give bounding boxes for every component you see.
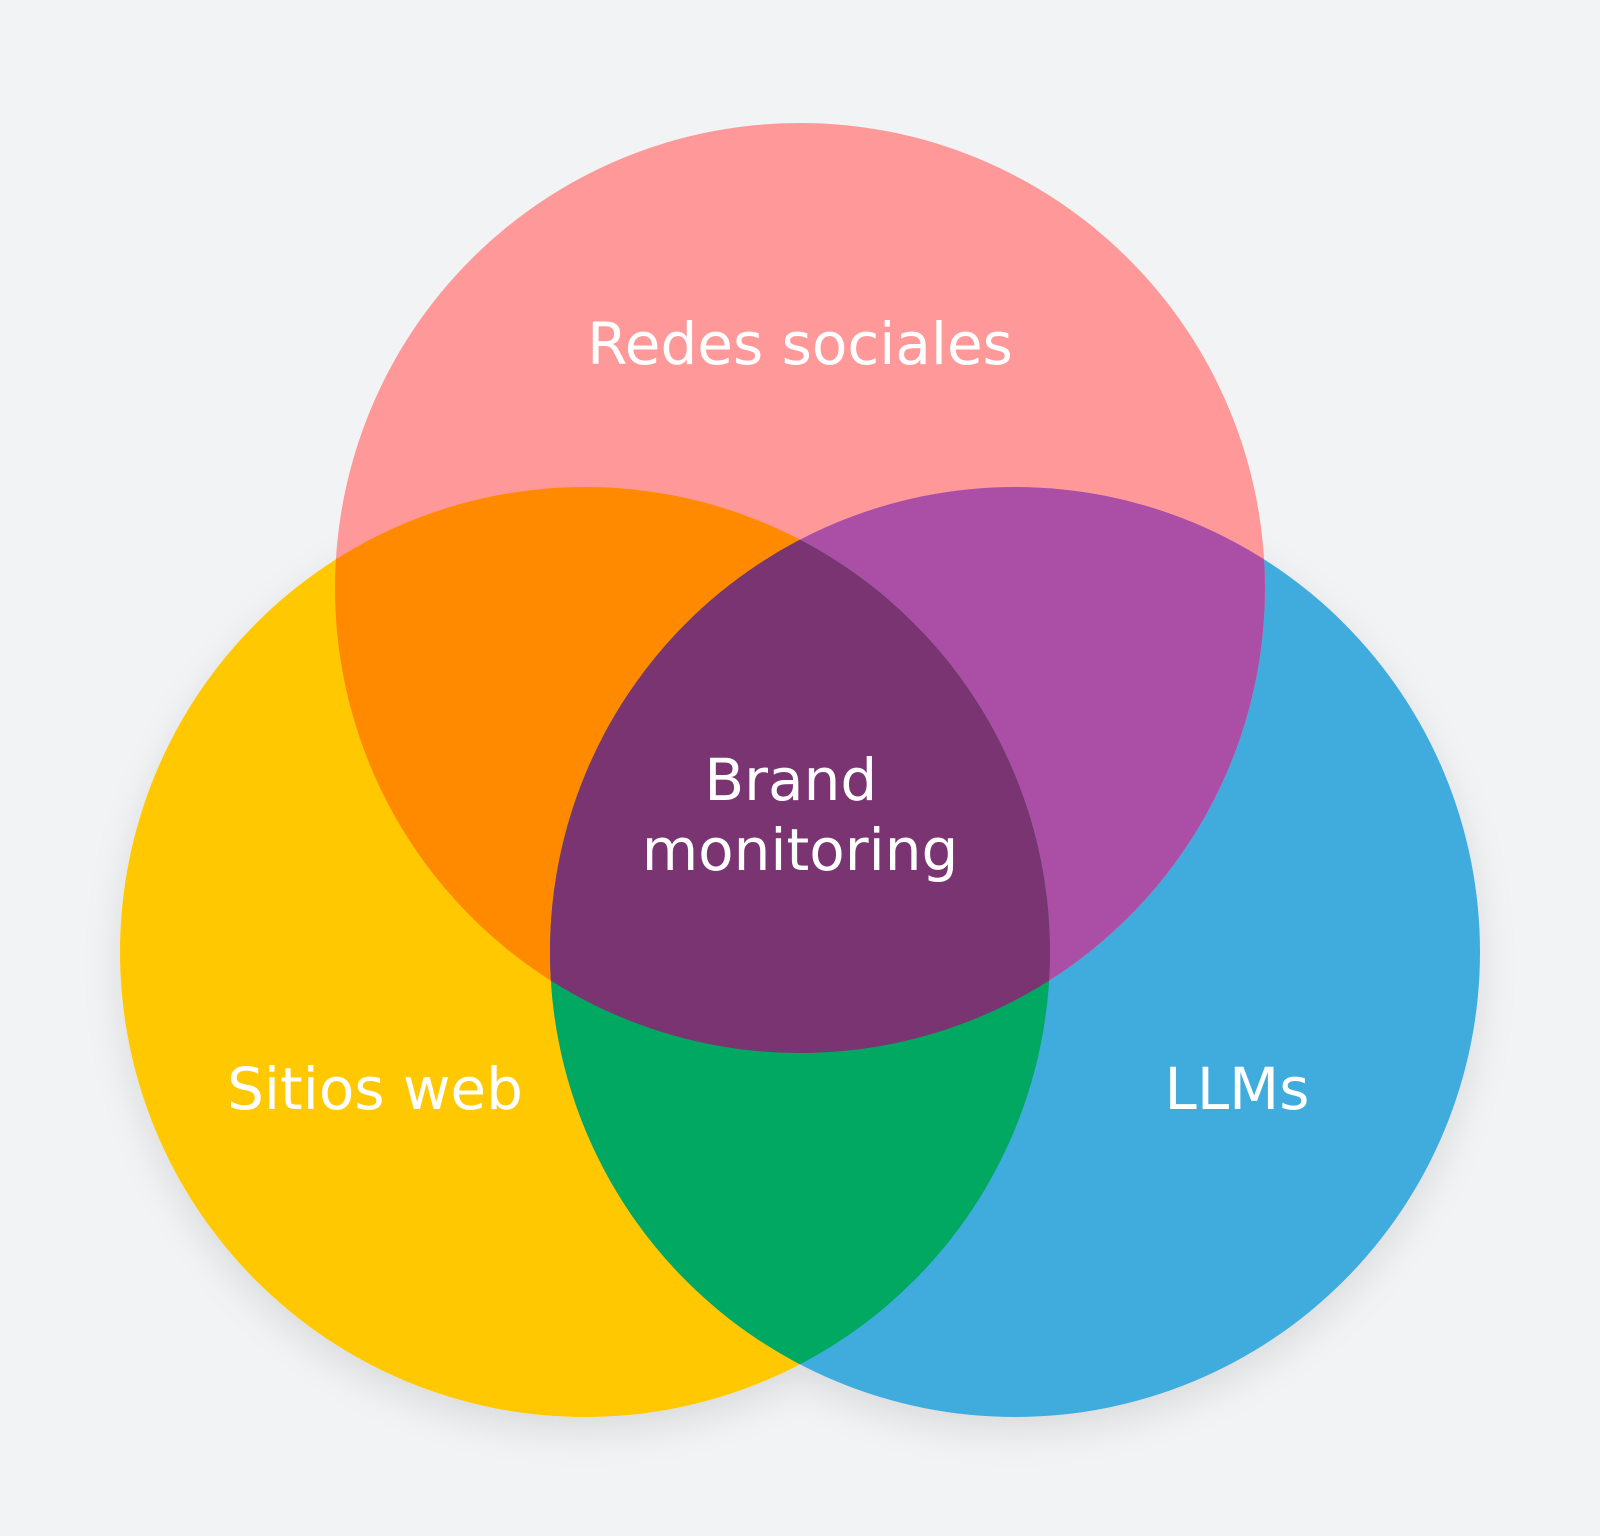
label-redes-sociales: Redes sociales [587, 310, 1013, 378]
label-brand-monitoring-line-2: monitoring [642, 816, 959, 884]
label-brand-monitoring: Brand monitoring [642, 746, 959, 884]
intersection-all [550, 487, 1050, 1053]
label-sitios-web: Sitios web [227, 1055, 523, 1123]
label-llms: LLMs [1165, 1055, 1310, 1123]
label-brand-monitoring-line-1: Brand [704, 746, 877, 814]
